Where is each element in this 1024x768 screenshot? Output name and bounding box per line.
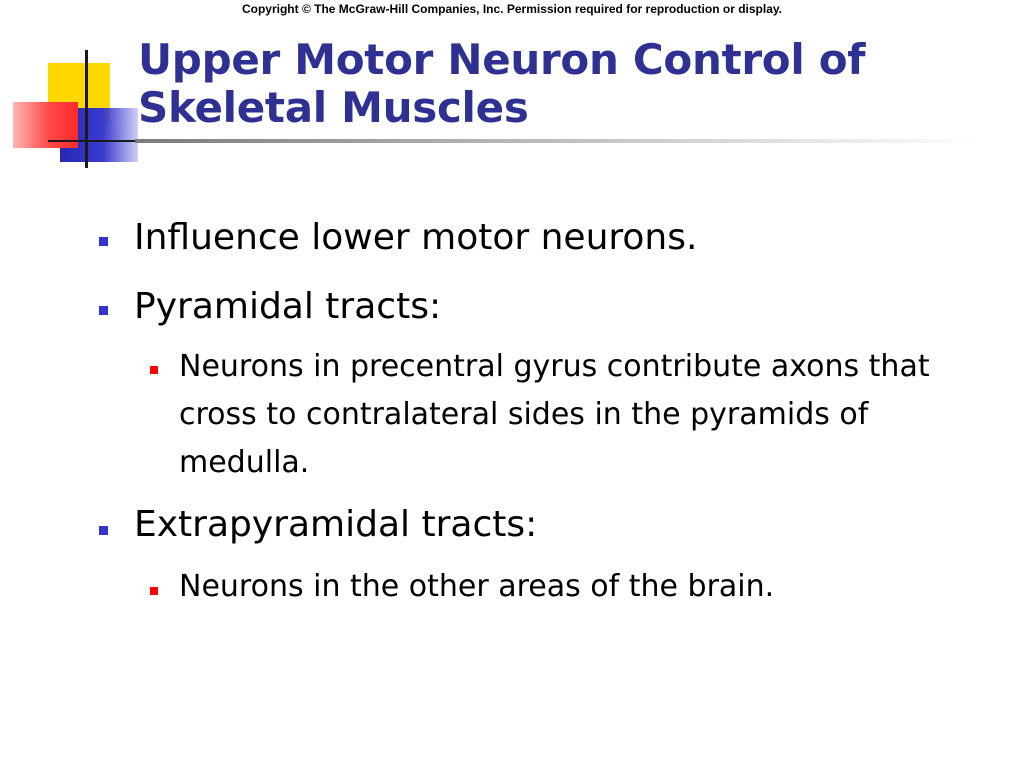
sub-bullet-square-icon [150, 366, 158, 374]
bullet-item: Extrapyramidal tracts: [134, 504, 538, 545]
bullet-square-icon [99, 526, 108, 535]
bullet-square-icon [99, 306, 108, 315]
bullet-item: Pyramidal tracts: [134, 286, 442, 327]
slide-title: Upper Motor Neuron Control of Skeletal M… [138, 35, 866, 132]
sub-bullet-item: Neurons in the other areas of the brain. [179, 569, 775, 604]
horizontal-line-shape [48, 140, 148, 142]
bullet-square-icon [99, 237, 108, 246]
title-underline [135, 139, 985, 143]
sub-bullet-item: Neurons in precentral gyrus contribute a… [179, 349, 930, 480]
vertical-line-shape [85, 50, 88, 168]
sub-bullet-square-icon [150, 587, 158, 595]
decorative-logo [0, 0, 148, 175]
copyright-notice: Copyright © The McGraw-Hill Companies, I… [241, 2, 783, 16]
bullet-item: Influence lower motor neurons. [134, 217, 698, 258]
